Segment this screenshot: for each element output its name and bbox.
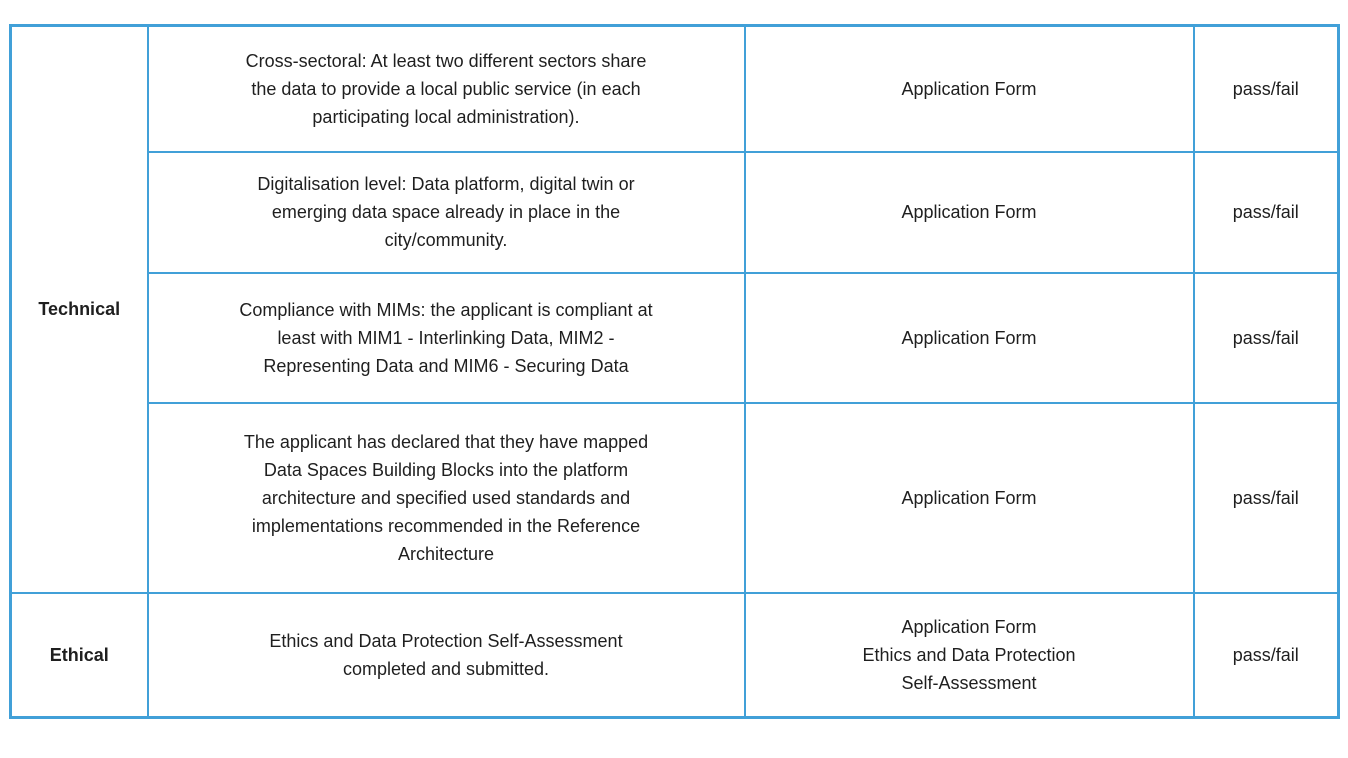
result-cell: pass/fail bbox=[1192, 271, 1340, 404]
criterion-cell: Compliance with MIMs: the applicant is c… bbox=[146, 271, 746, 404]
evaluation-criteria-table: Technical Cross-sectoral: At least two d… bbox=[9, 24, 1340, 719]
category-cell-ethical: Ethical bbox=[9, 591, 149, 719]
source-cell: Application Form Ethics and Data Protect… bbox=[743, 591, 1195, 719]
criterion-cell: Digitalisation level: Data platform, dig… bbox=[146, 150, 746, 274]
result-cell: pass/fail bbox=[1192, 401, 1340, 594]
result-cell: pass/fail bbox=[1192, 150, 1340, 274]
category-cell-technical: Technical bbox=[9, 24, 149, 594]
table-row: Technical Cross-sectoral: At least two d… bbox=[9, 24, 1340, 594]
criteria-table-container: Technical Cross-sectoral: At least two d… bbox=[9, 24, 1340, 719]
criterion-cell: Cross-sectoral: At least two different s… bbox=[146, 24, 746, 153]
table-row: Ethical Ethics and Data Protection Self-… bbox=[9, 591, 1340, 719]
table-row: Compliance with MIMs: the applicant is c… bbox=[11, 271, 1340, 404]
source-cell: Application Form bbox=[743, 401, 1195, 594]
criterion-cell: The applicant has declared that they hav… bbox=[146, 401, 746, 594]
source-cell: Application Form bbox=[743, 271, 1195, 404]
table-row: Digitalisation level: Data platform, dig… bbox=[11, 150, 1340, 274]
result-cell: pass/fail bbox=[1192, 591, 1340, 719]
source-cell: Application Form bbox=[743, 24, 1195, 153]
table-row: The applicant has declared that they hav… bbox=[11, 401, 1340, 594]
result-cell: pass/fail bbox=[1192, 24, 1340, 153]
criterion-cell: Ethics and Data Protection Self-Assessme… bbox=[146, 591, 746, 719]
source-cell: Application Form bbox=[743, 150, 1195, 274]
